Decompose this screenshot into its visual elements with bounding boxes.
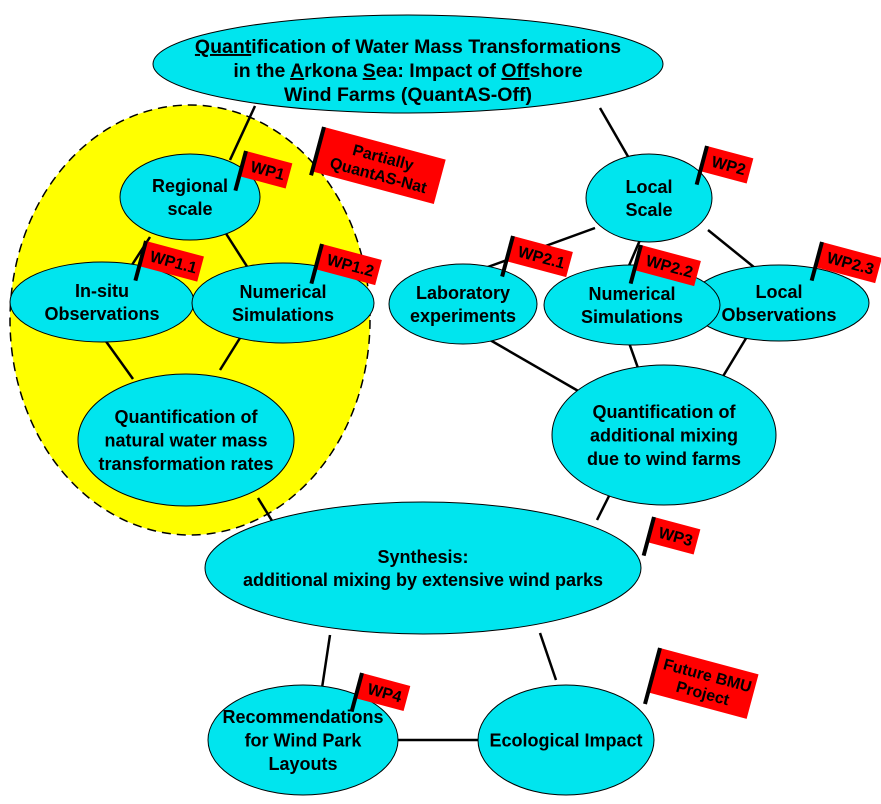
node-ellipse [9, 261, 195, 343]
node-ellipse [388, 263, 538, 345]
flag-pole [309, 126, 326, 176]
flag-banner [815, 242, 881, 284]
node-label-line: additional mixing [590, 425, 738, 445]
node-label-line: Laboratory [416, 283, 510, 303]
node-label-line: experiments [410, 306, 516, 326]
node-label-line: Observations [721, 305, 836, 325]
flag-pole [694, 145, 709, 186]
flag-banner [239, 151, 293, 189]
flag-wp2-3: WP2.3 [809, 241, 881, 284]
edge-quantnatural-synthesis [256, 497, 276, 525]
edge-synthesis-recommendations [320, 634, 332, 689]
node-ellipse [119, 153, 261, 241]
flag-wp4: WP4 [349, 672, 411, 713]
node-label-line: Ecological Impact [489, 730, 642, 750]
flag-banner [315, 244, 382, 286]
flag-pole [500, 235, 515, 278]
flag-wp3: WP3 [641, 516, 701, 557]
edge-numerical1-quantnatural [218, 337, 242, 371]
node-label-line: Local [625, 177, 672, 197]
node-ellipse [207, 684, 399, 796]
node-label-line: Observations [44, 304, 159, 324]
node-label-line: scale [167, 199, 212, 219]
flag-wp1: WP1 [233, 150, 293, 192]
edge-laboratory-quantadditional [489, 338, 581, 394]
flag-banner [506, 236, 573, 278]
flag-banner [312, 127, 446, 205]
connector-lines [103, 105, 756, 742]
node-ellipse [543, 264, 721, 346]
flag-banner [634, 245, 701, 287]
flag-pole [641, 516, 656, 557]
node-label-line: Recommendations [222, 707, 383, 727]
node-label-line: Regional [152, 176, 228, 196]
flag-pole [133, 240, 148, 282]
edge-insitu-quantnatural [103, 339, 135, 380]
node-label-line: Local [755, 282, 802, 302]
flag-wp1-1: WP1.1 [133, 240, 204, 282]
edge-title-local [598, 107, 632, 161]
node-label-line: In-situ [75, 281, 129, 301]
node-laboratory-experiments: Laboratory experiments [388, 263, 538, 345]
node-label-line: transformation rates [98, 454, 273, 474]
node-ecological-impact: Ecological Impact [477, 684, 655, 796]
node-label-line: for Wind Park [245, 730, 363, 750]
node-label-line: Quantification of [115, 407, 259, 427]
flag-banner [355, 673, 411, 712]
edge-local-localobs [707, 229, 756, 269]
flag-pole [628, 244, 643, 285]
title-line-1: Quantification of Water Mass Transformat… [195, 36, 621, 58]
flag-banner [700, 146, 754, 184]
node-label-line: Simulations [232, 305, 334, 325]
node-label-line: Scale [625, 200, 672, 220]
edge-title-regional [228, 105, 257, 161]
node-quantification-additional: Quantification of additional mixing due to… [551, 364, 777, 506]
node-label-line: Numerical [588, 284, 675, 304]
node-label-line: due to wind farms [587, 449, 741, 469]
edge-regional-numerical1 [223, 231, 250, 269]
title-node: Quantification of Water Mass Transformat… [152, 14, 664, 114]
flag-pole [349, 672, 364, 713]
edge-localobs-quantadditional [720, 334, 750, 379]
flag-pole [309, 243, 324, 285]
node-ellipse [477, 684, 655, 796]
node-label-line: Numerical [239, 282, 326, 302]
flag-wp2-2: WP2.2 [628, 244, 701, 287]
node-quantification-natural: Quantification of natural water mass trans… [77, 373, 295, 507]
flag-wp2: WP2 [694, 145, 754, 186]
flag-pole [233, 150, 248, 192]
node-ellipse [551, 364, 777, 506]
edge-synthesis-ecological [538, 632, 558, 681]
node-synthesis: Synthesis: additional mixing by extensive… [204, 501, 642, 635]
node-label-line: natural water mass [104, 430, 267, 450]
title-line-3: Wind Farms (QuantAS-Off) [284, 84, 532, 106]
flag-banner [139, 241, 204, 282]
flag-pole [809, 241, 824, 282]
node-ellipse [585, 153, 713, 243]
node-label-line: Layouts [268, 754, 337, 774]
node-ellipse [204, 501, 642, 635]
edge-local-numerical2 [626, 239, 642, 269]
node-label-line: Synthesis: [377, 547, 468, 567]
flag-pole [643, 647, 662, 705]
node-ellipse [77, 373, 295, 507]
flag-banner [648, 648, 759, 719]
node-ellipse [191, 262, 375, 344]
flag-banner [647, 517, 701, 555]
node-label-line: additional mixing by extensive wind park… [243, 570, 603, 590]
node-label-line: Quantification of [593, 402, 737, 422]
node-regional-scale: Regional scale [119, 153, 261, 241]
title-line-2: in the Arkona Sea: Impact of Offshore [233, 60, 582, 82]
node-label-line: Simulations [581, 307, 683, 327]
